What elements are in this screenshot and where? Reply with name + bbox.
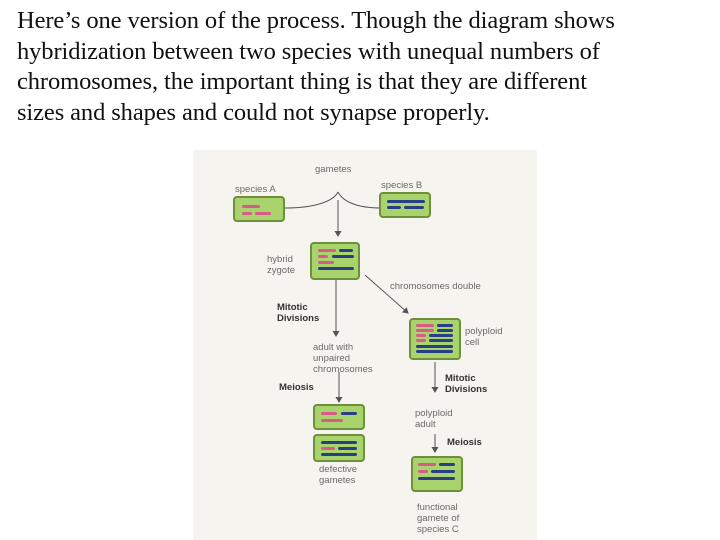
- chromosome-a: [242, 205, 260, 208]
- chromosome-a: [416, 324, 434, 327]
- chromosome-b: [431, 470, 455, 473]
- chromosome-b: [338, 447, 357, 450]
- chromosome-b: [437, 329, 453, 332]
- meiosis-label-right: Meiosis: [447, 437, 482, 448]
- polyploid-cell-label: polyploid cell: [465, 326, 503, 348]
- gamete-arrow-a: [284, 191, 339, 209]
- chromosome-b: [416, 345, 453, 348]
- caption-line: chromosomes, the important thing is that…: [17, 68, 587, 95]
- chromosome-b: [332, 255, 354, 258]
- chromosome-a: [318, 261, 334, 264]
- chromosome-a: [321, 412, 337, 415]
- chromosome-a: [321, 447, 335, 450]
- chromosome-a: [318, 249, 336, 252]
- chromosome-b: [341, 412, 357, 415]
- chromosome-b: [404, 206, 424, 209]
- chromosome-a: [242, 212, 252, 215]
- caption-text: Here’s one version of the process. Thoug…: [17, 6, 717, 128]
- chromosome-a: [321, 419, 343, 422]
- defective-gamete-cell: [313, 434, 365, 462]
- chromosome-a: [418, 463, 436, 466]
- mitotic-divisions-label-right: Mitotic Divisions: [445, 373, 488, 395]
- chromosome-a: [255, 212, 271, 215]
- caption-line: Here’s one version of the process. Thoug…: [17, 7, 615, 34]
- chromosome-b: [416, 350, 453, 353]
- doubling-arrow: [364, 274, 409, 314]
- speciation-diagram: gametes species A species B hybrid zygot…: [193, 150, 537, 540]
- species-a-gamete-cell: [233, 196, 285, 222]
- polyploid-adult-label: polyploid adult: [415, 408, 453, 430]
- functional-gamete-cell: [411, 456, 463, 492]
- chromosome-b: [339, 249, 353, 252]
- chromosome-b: [318, 267, 354, 270]
- diagram-arrows: [284, 191, 439, 453]
- chromosome-b: [321, 441, 357, 444]
- species-a-label: species A: [235, 184, 276, 195]
- chromosome-a: [416, 334, 426, 337]
- defective-gametes-label: defective gametes: [319, 464, 358, 486]
- meiosis-label-left: Meiosis: [279, 382, 314, 393]
- polyploid-cell: [409, 318, 461, 360]
- gametes-label: gametes: [315, 164, 352, 175]
- chromosome-b: [387, 200, 425, 203]
- chromosome-b: [439, 463, 455, 466]
- caption-line: sizes and shapes and could not synapse p…: [17, 98, 490, 126]
- chromosomes-double-label: chromosomes double: [390, 281, 481, 292]
- chromosome-b: [418, 477, 455, 480]
- chromosome-a: [416, 329, 434, 332]
- chromosome-b: [437, 324, 453, 327]
- caption-line: hybridization between two species with u…: [17, 37, 600, 65]
- chromosome-b: [321, 453, 357, 456]
- chromosome-a: [418, 470, 428, 473]
- hybrid-zygote-cell: [310, 242, 360, 280]
- species-b-label: species B: [381, 180, 423, 191]
- hybrid-zygote-label: hybrid zygote: [267, 254, 295, 276]
- chromosome-b: [429, 339, 453, 342]
- gamete-arrow-b: [337, 191, 382, 209]
- defective-gamete-cell: [313, 404, 365, 430]
- chromosome-a: [416, 339, 426, 342]
- adult-unpaired-label: adult with unpaired chromosomes: [313, 342, 373, 375]
- chromosome-b: [429, 334, 453, 337]
- chromosome-b: [387, 206, 401, 209]
- mitotic-divisions-label-left: Mitotic Divisions: [277, 302, 320, 324]
- functional-gametes-label: functional gamete of species C: [417, 502, 460, 535]
- chromosome-a: [318, 255, 328, 258]
- species-b-gamete-cell: [379, 192, 431, 218]
